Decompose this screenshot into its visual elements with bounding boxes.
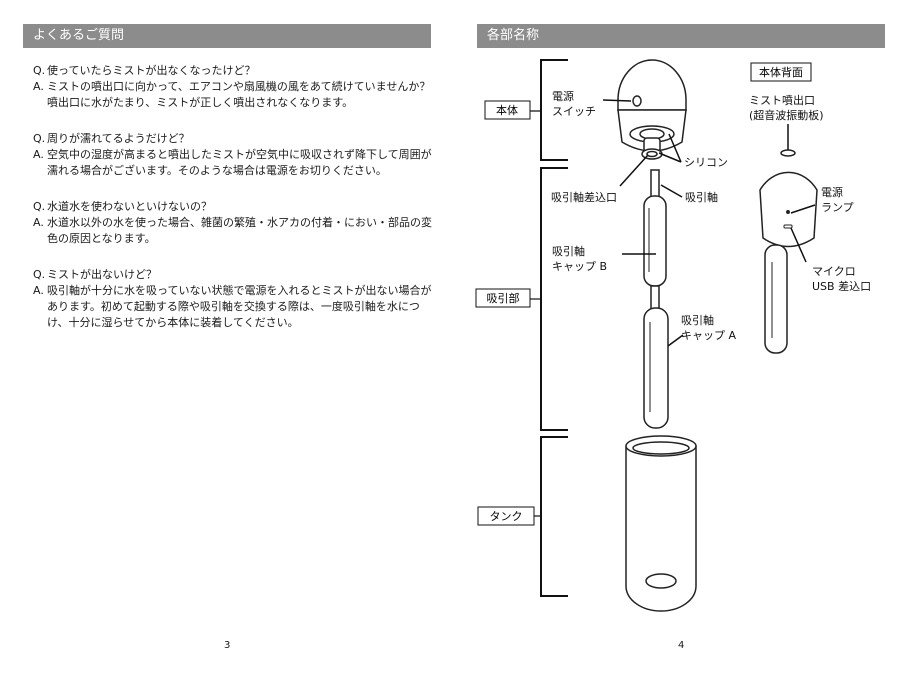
faq-question: 周りが濡れてるようだけど？ <box>33 131 433 147</box>
faq-item-3: 水道水を使わないといけないの？ 水道水以外の水を使った場合、雑菌の繁殖・水アカの… <box>33 199 433 247</box>
faq-question: 使っていたらミストが出なくなったけど？ <box>33 63 433 79</box>
group-label-suction-text: 吸引部 <box>487 291 520 305</box>
faq-question: 水道水を使わないといけないの？ <box>33 199 433 215</box>
faq-header: よくあるご質問 <box>23 24 431 48</box>
faq-answer: ミストの噴出口に向かって、エアコンや扇風機の風をあて続けていませんか？噴出口に水… <box>33 79 433 111</box>
main-unit-illustration <box>617 59 687 160</box>
back-view-illustration <box>759 149 818 354</box>
label-cap-b-1: 吸引軸 <box>552 244 585 258</box>
label-micro-usb-1: マイクロ <box>812 265 856 278</box>
group-label-body-text: 本体 <box>496 103 518 117</box>
label-mist-outlet-1: ミスト噴出口 <box>749 93 815 107</box>
tank-bracket <box>534 436 568 597</box>
part-labels: 電源 スイッチ シリコン 吸引軸差込口 吸引軸 吸引軸 キャップ B 吸引軸 キ… <box>551 89 871 342</box>
label-mist-outlet-2: (超音波振動板) <box>749 108 824 122</box>
page-number: 3 <box>224 640 231 651</box>
back-view-label-text: 本体背面 <box>759 65 803 79</box>
label-cap-b-2: キャップ B <box>552 260 607 273</box>
faq-answer: 水道水以外の水を使った場合、雑菌の繁殖・水アカの付着・におい・部品の変色の原因と… <box>33 215 433 247</box>
faq-item-4: ミストが出ないけど？ 吸引軸が十分に水を吸っていない状態で電源を入れるとミストが… <box>33 267 433 331</box>
label-suction-inlet: 吸引軸差込口 <box>551 190 617 204</box>
label-silicone: シリコン <box>684 156 728 169</box>
group-label-suction: 吸引部 <box>475 288 531 308</box>
parts-diagram: 本体 吸引部 タンク <box>475 59 871 612</box>
label-power-switch-2: スイッチ <box>552 105 596 118</box>
group-label-tank: タンク <box>477 506 535 526</box>
leader-lines <box>602 99 816 347</box>
tank-illustration <box>625 435 697 612</box>
faq-answer: 吸引軸が十分に水を吸っていない状態で電源を入れるとミストが出ない場合があります。… <box>33 283 433 331</box>
left-page: よくあるご質問 使っていたらミストが出なくなったけど？ ミストの噴出口に向かって… <box>0 0 453 681</box>
label-micro-usb-2: USB 差込口 <box>812 279 871 293</box>
label-power-lamp-2: ランプ <box>821 201 854 214</box>
suction-shaft-illustration <box>643 169 669 429</box>
parts-header: 各部名称 <box>477 24 885 48</box>
suction-bracket <box>530 167 568 431</box>
group-label-body: 本体 <box>484 100 531 120</box>
faq-answer: 空気中の湿度が高まると噴出したミストが空気中に吸収されず降下して周囲が濡れる場合… <box>33 147 433 179</box>
right-page: 各部名称 本体 吸引部 タンク <box>453 0 907 681</box>
label-cap-a-1: 吸引軸 <box>681 313 714 327</box>
faq-item-2: 周りが濡れてるようだけど？ 空気中の湿度が高まると噴出したミストが空気中に吸収さ… <box>33 131 433 179</box>
label-power-lamp-1: 電源 <box>821 185 843 199</box>
faq-item-1: 使っていたらミストが出なくなったけど？ ミストの噴出口に向かって、エアコンや扇風… <box>33 63 433 111</box>
group-label-tank-text: タンク <box>490 510 523 523</box>
label-cap-a-2: キャップ A <box>681 329 736 342</box>
faq-list: 使っていたらミストが出なくなったけど？ ミストの噴出口に向かって、エアコンや扇風… <box>33 63 433 351</box>
label-power-switch-1: 電源 <box>552 89 574 103</box>
page-number: 4 <box>678 640 685 651</box>
label-suction-shaft: 吸引軸 <box>685 190 718 204</box>
faq-question: ミストが出ないけど？ <box>33 267 433 283</box>
back-view-label: 本体背面 <box>750 62 812 82</box>
